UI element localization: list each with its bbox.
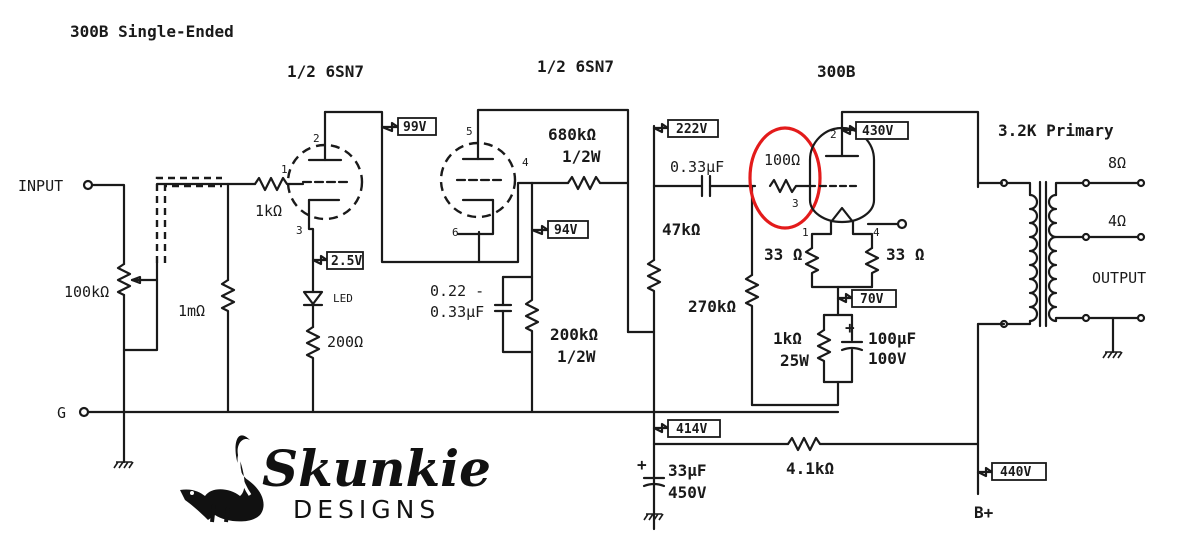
skunkie-logo: Skunkie DESIGNS bbox=[180, 435, 491, 524]
tube-label-v3: 300B bbox=[817, 62, 856, 81]
hum-resistor-right-label: 33 Ω bbox=[886, 245, 925, 264]
supply-cap-label: 33μF bbox=[668, 461, 707, 480]
cathode-resistor bbox=[305, 325, 321, 413]
ground-terminal bbox=[78, 406, 90, 418]
volume-pot bbox=[116, 262, 132, 297]
led-bias: LED 200Ω bbox=[302, 254, 363, 413]
grid-stopper-resistor bbox=[253, 176, 292, 192]
coupling-cap-label: 0.33μF bbox=[670, 158, 724, 176]
voltage-box-v2-supply: 222V bbox=[667, 119, 719, 138]
grid-leak-300b-resistor bbox=[744, 273, 760, 407]
led-label: LED bbox=[333, 292, 353, 305]
grid-leak-300b-label: 270kΩ bbox=[688, 297, 736, 316]
logo-subtitle: DESIGNS bbox=[293, 495, 440, 524]
output-transformer bbox=[976, 178, 1146, 359]
cathode-cap-label: 100μF bbox=[868, 329, 916, 348]
diagram-title: 300B Single-Ended bbox=[70, 22, 234, 41]
svg-text:2.5V: 2.5V bbox=[331, 254, 362, 269]
hum-resistor-left-label: 33 Ω bbox=[764, 245, 803, 264]
highlight-circle bbox=[748, 126, 822, 230]
input-terminal-label: INPUT bbox=[18, 177, 63, 195]
voltage-box-v3-cathode: 70V bbox=[851, 289, 897, 308]
svg-text:430V: 430V bbox=[862, 124, 893, 139]
dropping-resistor-label: 47kΩ bbox=[662, 220, 701, 239]
logo-wordmark: Skunkie bbox=[262, 439, 491, 498]
stage2-resistor-watt: 1/2W bbox=[557, 347, 596, 366]
v1-grid-pin: 1 bbox=[281, 163, 288, 176]
hum-resistor-right bbox=[864, 246, 880, 289]
grid-resistor-300b-label: 100Ω bbox=[764, 151, 800, 169]
voltage-box-bplus: 440V bbox=[991, 462, 1047, 481]
volume-pot-label: 100kΩ bbox=[64, 283, 109, 301]
voltage-box-v2-cathode: 94V bbox=[547, 220, 589, 239]
cathode-resistor-label: 200Ω bbox=[327, 333, 363, 351]
tube-label-v1: 1/2 6SN7 bbox=[287, 62, 364, 81]
input-section: INPUT 100kΩ G 1mΩ 1kΩ bbox=[18, 176, 840, 469]
tap-8-label: 8Ω bbox=[1108, 154, 1126, 172]
input-terminal bbox=[82, 179, 94, 191]
stage2-cap-label-a: 0.22 - bbox=[430, 282, 484, 300]
stage2-resistor-label: 200kΩ bbox=[550, 325, 598, 344]
v1-plate-pin: 2 bbox=[313, 132, 320, 145]
v3-plate-pin: 2 bbox=[830, 128, 837, 141]
v2-grid-pin: 4 bbox=[522, 156, 529, 169]
plate-load-watt: 1/2W bbox=[562, 147, 601, 166]
v3-fil-right-pin: 4 bbox=[873, 226, 880, 239]
cathode-cap-polarity: + bbox=[845, 318, 855, 337]
cathode-300b-resistor-watt: 25W bbox=[780, 351, 809, 370]
v3-fil-left-pin: 1 bbox=[802, 226, 809, 239]
output-tube: 2 1 4 bbox=[802, 110, 980, 250]
tap-4-label: 4Ω bbox=[1108, 212, 1126, 230]
voltage-box-v3-plate: 430V bbox=[855, 121, 909, 140]
svg-text:440V: 440V bbox=[1000, 465, 1031, 480]
voltage-box-v1-cathode: 2.5V bbox=[326, 251, 364, 270]
supply-resistor-label: 4.1kΩ bbox=[786, 459, 834, 478]
stage2-tube: 5 4 6 bbox=[439, 108, 630, 334]
svg-text:70V: 70V bbox=[860, 292, 884, 307]
ground-symbol bbox=[113, 461, 134, 469]
v1-cathode-pin: 3 bbox=[296, 224, 303, 237]
skunk-icon bbox=[180, 435, 264, 523]
svg-text:414V: 414V bbox=[676, 422, 707, 437]
coupling-cap bbox=[700, 174, 712, 198]
supply-cap-polarity: + bbox=[637, 455, 647, 474]
v3-grid-pin: 3 bbox=[792, 197, 799, 210]
grid-resistor-300b bbox=[768, 178, 817, 194]
supply-cap-volt: 450V bbox=[668, 483, 707, 502]
cathode-300b-resistor-label: 1kΩ bbox=[773, 329, 802, 348]
voltage-box-supply-node: 414V bbox=[667, 419, 721, 438]
bplus-label: B+ bbox=[974, 503, 994, 522]
v2-plate-pin: 5 bbox=[466, 125, 473, 138]
svg-text:222V: 222V bbox=[676, 122, 707, 137]
transformer-label: 3.2K Primary bbox=[998, 121, 1114, 140]
stage2-cathode-resistor bbox=[524, 275, 540, 354]
grid-leak-label: 1mΩ bbox=[178, 302, 205, 320]
cathode-300b-resistor bbox=[816, 328, 832, 384]
ground-terminal-label: G bbox=[57, 404, 66, 422]
output-label: OUTPUT bbox=[1092, 269, 1146, 287]
svg-text:99V: 99V bbox=[403, 120, 427, 135]
cathode-cap-volt: 100V bbox=[868, 349, 907, 368]
voltage-box-v1-plate: 99V bbox=[397, 117, 437, 136]
svg-text:94V: 94V bbox=[554, 223, 578, 238]
supply-resistor bbox=[786, 436, 980, 452]
plate-load-label: 680kΩ bbox=[548, 125, 596, 144]
grid-stopper-label: 1kΩ bbox=[255, 202, 282, 220]
stage1-tube: 2 1 3 bbox=[281, 110, 364, 264]
grid-leak-resistor bbox=[220, 278, 236, 413]
plate-load-resistor bbox=[566, 175, 630, 191]
hum-resistor-left bbox=[804, 246, 874, 289]
led-symbol bbox=[302, 290, 324, 306]
dropping-resistor bbox=[646, 258, 662, 531]
stage2-cap-label-b: 0.33μF bbox=[430, 303, 484, 321]
tube-label-v2: 1/2 6SN7 bbox=[537, 57, 614, 76]
v2-cathode-pin: 6 bbox=[452, 226, 459, 239]
